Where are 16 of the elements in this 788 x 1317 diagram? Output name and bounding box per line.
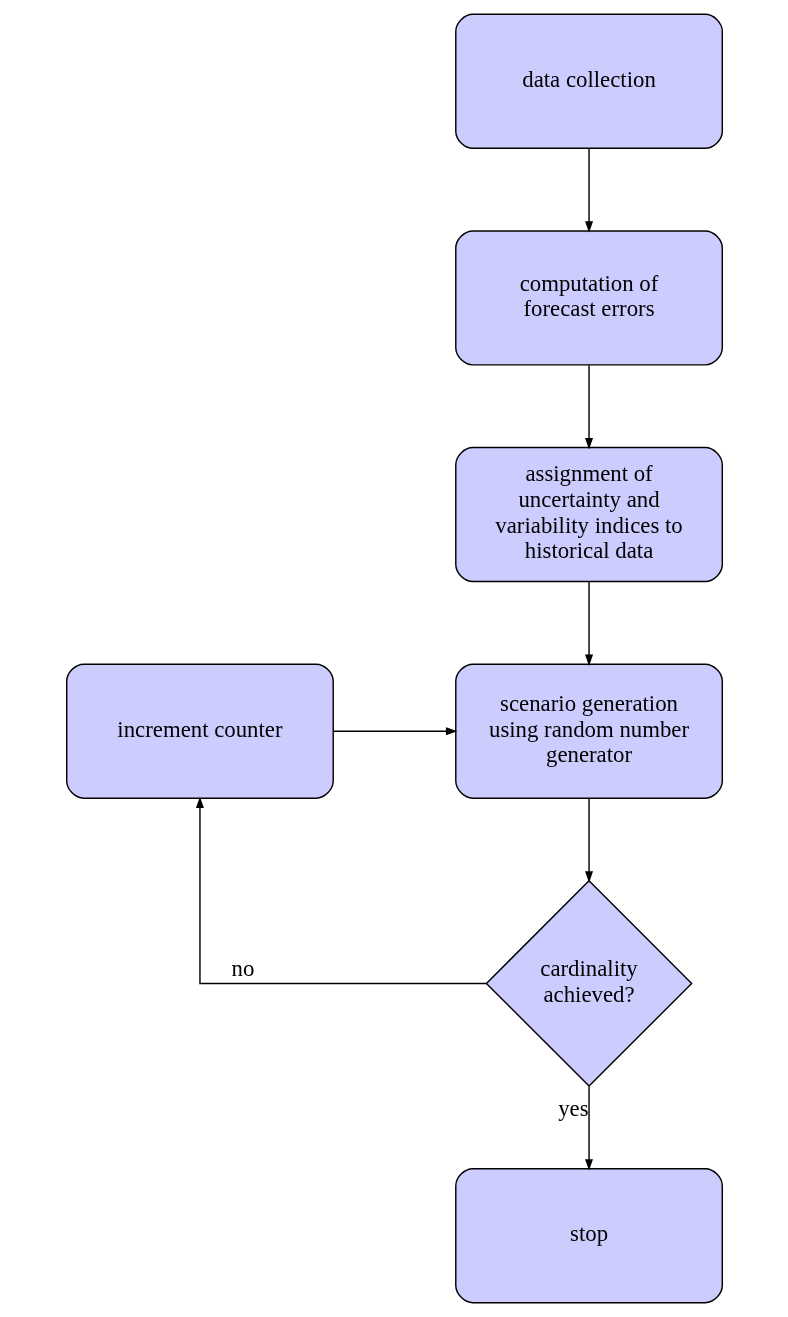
node-box: computation of forecast errors bbox=[454, 230, 723, 366]
node-box: increment counter bbox=[65, 663, 334, 799]
arrow bbox=[195, 796, 487, 985]
node-box: stop bbox=[454, 1168, 723, 1304]
arrow bbox=[584, 798, 593, 883]
arrow bbox=[332, 727, 457, 736]
node-box: assignment of uncertainty and variability indices to historical data bbox=[454, 446, 723, 583]
edge-label: yes bbox=[557, 1095, 589, 1121]
arrow bbox=[584, 364, 593, 450]
node-diamond: cardinality achieved? bbox=[484, 879, 693, 1088]
arrow bbox=[584, 1085, 593, 1171]
edge-label: no bbox=[231, 956, 254, 982]
node-box: data collection bbox=[454, 13, 723, 149]
node-box: scenario generation using random number generator bbox=[454, 663, 723, 799]
arrow bbox=[584, 581, 593, 667]
arrow bbox=[584, 147, 593, 233]
